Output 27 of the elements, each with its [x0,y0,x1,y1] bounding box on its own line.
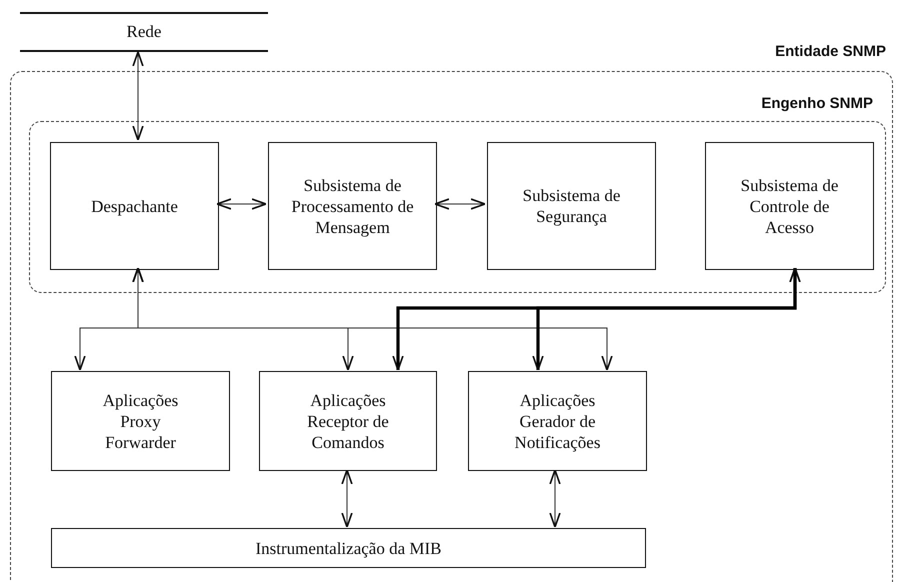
network-band [20,12,268,52]
node-label: Instrumentalização da MIB [256,538,442,558]
group-title: Entidade SNMP [775,43,886,60]
connector-arrow [532,267,801,371]
node-label: Subsistema de Segurança [522,185,622,227]
connector-arrow [549,469,561,528]
connector-arrow [434,198,486,210]
node-label: Subsistema de Processamento de Mensagem [290,174,415,238]
component-box [268,142,437,270]
component-box [705,142,874,270]
connector-arrow [341,469,353,528]
node-label: Subsistema de Controle de Acesso [740,174,840,238]
node-label: Aplicações Receptor de Comandos [306,390,390,452]
node-label: Aplicações Gerador de Notificações [514,390,602,452]
node-label: Rede [126,22,162,42]
connector-arrow [132,51,144,141]
node-label: Aplicações Proxy Forwarder [102,390,180,452]
component-box [487,142,656,270]
component-box [50,142,219,270]
component-box [259,371,437,471]
component-box [51,528,646,568]
group-title: Engenho SNMP [761,95,873,112]
node-label: Despachante [91,196,178,216]
connector-arrow [216,198,267,210]
component-box [468,371,647,471]
component-box [51,371,230,471]
connector-arrow [132,267,613,371]
